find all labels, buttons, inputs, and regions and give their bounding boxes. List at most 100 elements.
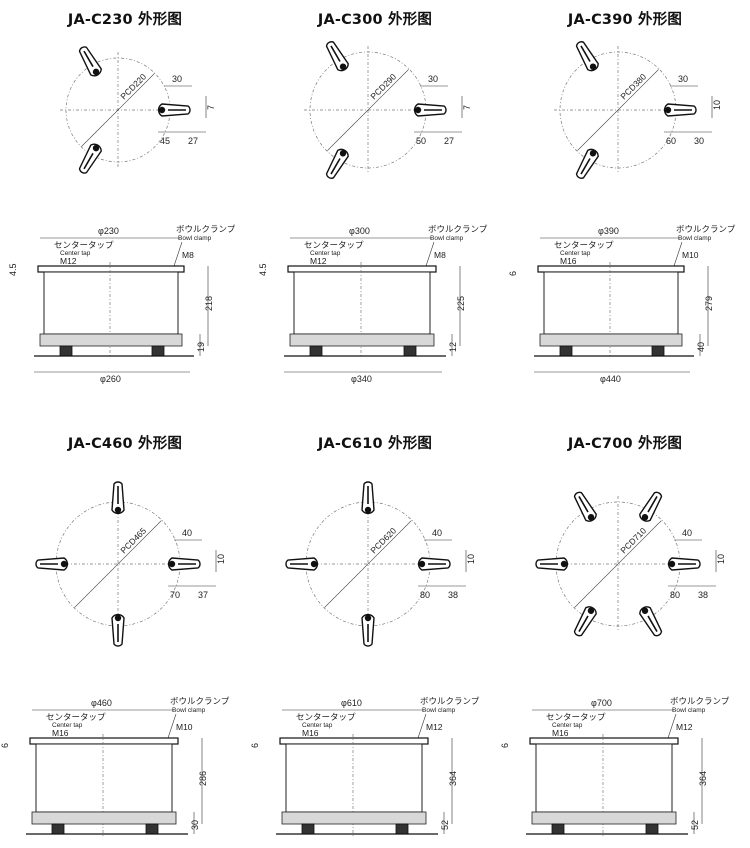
dim-clamp-thickness: 10 <box>712 100 722 110</box>
dim-clamp-thickness: 10 <box>216 554 226 564</box>
panel-title: JA-C230 外形图 <box>67 12 183 28</box>
dim-clamp-width: 30 <box>172 74 182 84</box>
dim-clamp-offset: 50 <box>416 136 426 146</box>
bowl-clamp-arm <box>361 481 375 515</box>
clamp-bolt <box>92 68 100 76</box>
dim-top-thickness: 6 <box>508 271 518 276</box>
base-plate <box>531 811 677 825</box>
clamp-leader <box>673 241 683 267</box>
pcd-label: PCD465 <box>118 525 148 555</box>
center-tap-label-en: Center tap <box>52 722 83 729</box>
clamp-bolt <box>114 614 122 622</box>
center-tap-size: M12 <box>60 256 77 266</box>
clamp-slot <box>647 496 658 513</box>
panel-title: JA-C300 外形图 <box>317 12 433 28</box>
center-tap-label-en: Center tap <box>310 250 341 257</box>
pcd-line <box>324 520 412 608</box>
center-tap-label-jp: センタータップ <box>304 240 364 250</box>
bowl-clamp-arm <box>639 606 663 637</box>
bowl-clamp-label-jp: ボウルクランプ <box>176 224 236 234</box>
bowl-clamp-label-en: Bowl clamp <box>172 707 206 714</box>
center-tap-label-jp: センタータップ <box>46 712 106 722</box>
center-tap-size: M16 <box>560 256 577 266</box>
pcd-label: PCD220 <box>118 71 148 101</box>
base-plate <box>39 333 183 347</box>
bowl-clamp-arm <box>78 46 102 77</box>
dim-bowl-diameter: φ700 <box>591 698 612 708</box>
clamp-bolt <box>668 560 676 568</box>
clamp-bolt <box>310 560 318 568</box>
dim-bowl-diameter: φ610 <box>341 698 362 708</box>
dim-clamp-width: 30 <box>428 74 438 84</box>
clamp-bolt <box>414 106 422 114</box>
bowl-clamp-arm <box>325 148 349 179</box>
dim-clamp-offset: 80 <box>670 590 680 600</box>
bowl-clamp-arm <box>575 148 599 179</box>
top-plate <box>529 737 679 745</box>
bowl-clamp-arm <box>573 606 597 637</box>
bowl-clamp-arm <box>285 557 319 571</box>
dim-clamp-reach: 30 <box>694 136 704 146</box>
foot-right <box>645 823 659 835</box>
dim-clamp-offset: 60 <box>666 136 676 146</box>
foot-left <box>309 345 323 357</box>
panel-title: JA-C390 外形图 <box>567 12 683 28</box>
bowl-clamp-arm <box>325 41 349 72</box>
pcd-line <box>577 69 659 151</box>
bowl-clamp-label-en: Bowl clamp <box>678 235 712 242</box>
clamp-slot <box>578 615 589 632</box>
clamp-bolt <box>339 150 347 157</box>
center-tap-label-en: Center tap <box>552 722 583 729</box>
dim-clamp-thickness: 7 <box>206 105 216 110</box>
clamp-bolt <box>664 106 672 114</box>
dim-base-height: 52 <box>440 820 450 830</box>
bowl-clamp-arm <box>35 557 69 571</box>
foot-right <box>651 345 665 357</box>
dim-clamp-width: 30 <box>678 74 688 84</box>
dim-base-height: 19 <box>196 342 206 352</box>
drive-body <box>543 271 679 335</box>
foot-left <box>551 823 565 835</box>
bowl-clamp-arm <box>157 103 191 117</box>
bowl-clamp-arm <box>573 491 597 522</box>
bowl-clamp-size: M10 <box>682 250 699 260</box>
clamp-slot <box>83 152 94 170</box>
drive-body <box>293 271 431 335</box>
center-tap-label-en: Center tap <box>302 722 333 729</box>
bowl-clamp-arm <box>639 491 663 522</box>
clamp-bolt <box>587 514 595 521</box>
center-tap-label-jp: センタータップ <box>554 240 614 250</box>
bowl-clamp-arm <box>663 103 697 117</box>
dim-top-thickness: 6 <box>0 743 10 748</box>
center-tap-label-en: Center tap <box>60 250 91 257</box>
clamp-bolt <box>641 607 649 614</box>
clamp-slot <box>580 158 591 175</box>
bowl-clamp-label-en: Bowl clamp <box>672 707 706 714</box>
bowl-clamp-arm <box>535 557 569 571</box>
bowl-clamp-size: M12 <box>426 722 443 732</box>
center-tap-size: M16 <box>52 728 69 738</box>
pcd-line <box>574 520 662 608</box>
bowl-clamp-label-en: Bowl clamp <box>422 707 456 714</box>
bowl-clamp-label-jp: ボウルクランプ <box>670 696 730 706</box>
dim-base-height: 40 <box>696 342 706 352</box>
dim-bowl-diameter: φ230 <box>98 226 119 236</box>
dim-clamp-reach: 27 <box>188 136 198 146</box>
dim-top-thickness: 4.5 <box>258 263 268 276</box>
dim-height: 364 <box>448 771 458 786</box>
dim-top-thickness: 6 <box>250 743 260 748</box>
bowl-clamp-label-jp: ボウルクランプ <box>428 224 488 234</box>
clamp-bolt <box>168 560 176 568</box>
